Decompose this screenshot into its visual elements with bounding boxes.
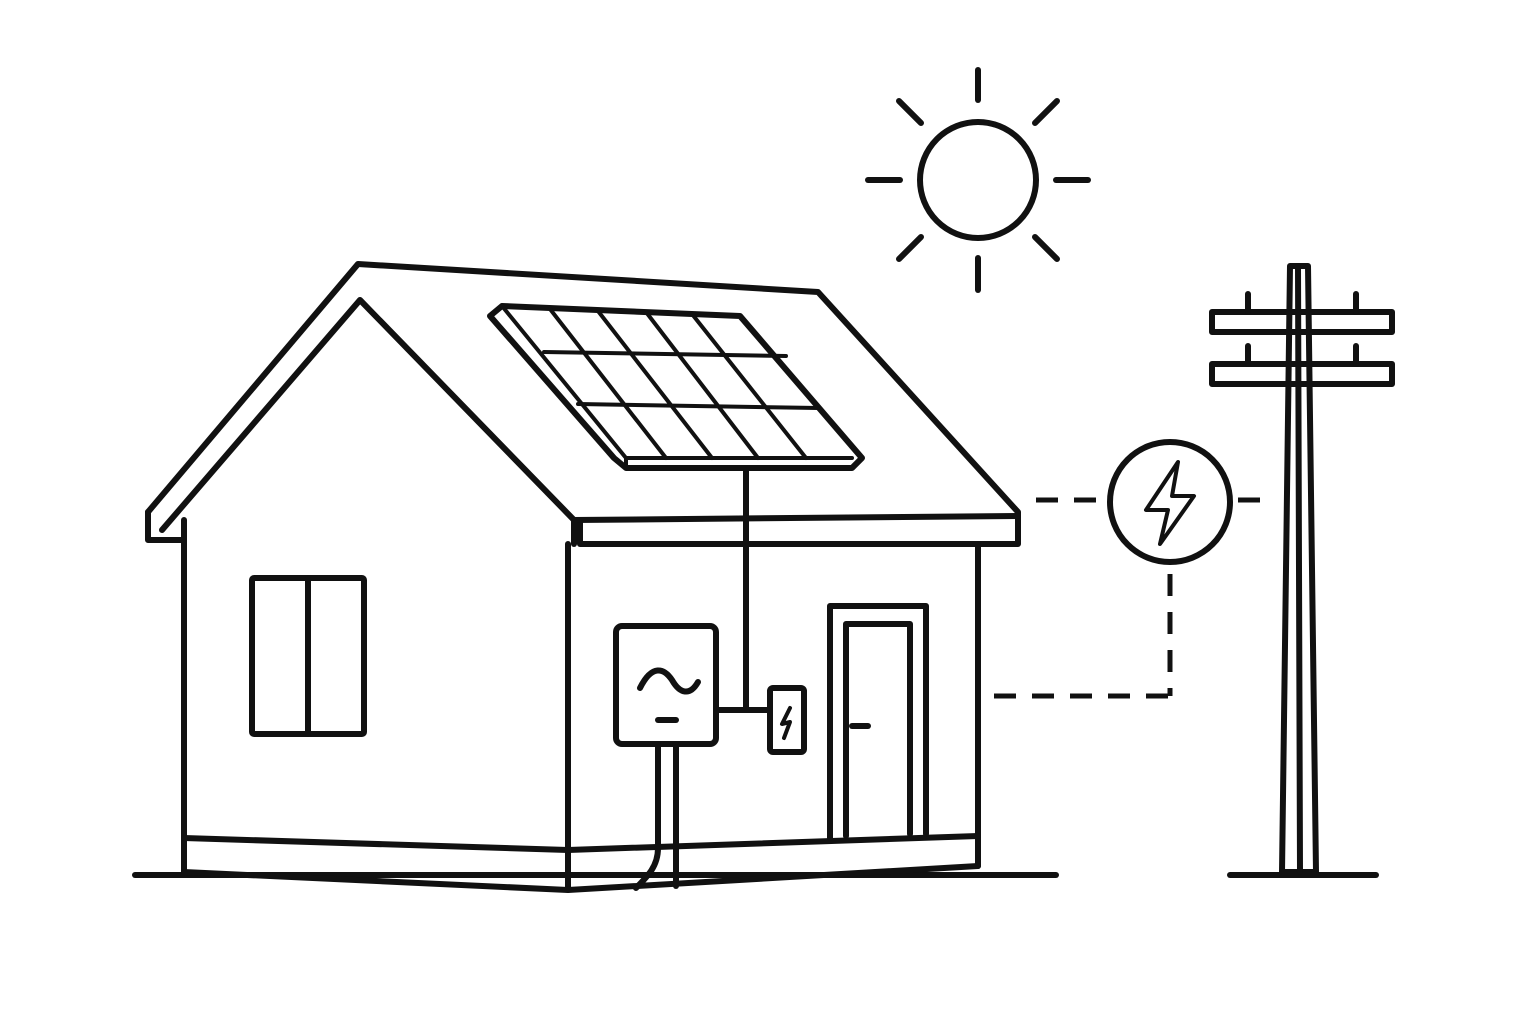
panel-cable (715, 467, 773, 713)
inverter-icon (613, 623, 719, 891)
battery-icon (767, 685, 807, 755)
sun-icon (865, 67, 1091, 293)
utility-pole-icon (1209, 263, 1395, 875)
window (249, 575, 367, 737)
house-icon (145, 261, 1021, 893)
door (827, 603, 929, 841)
solar-panel-icon (487, 303, 865, 471)
grid-connection-lines (994, 497, 1276, 699)
grid-connection-icon (1107, 439, 1233, 565)
